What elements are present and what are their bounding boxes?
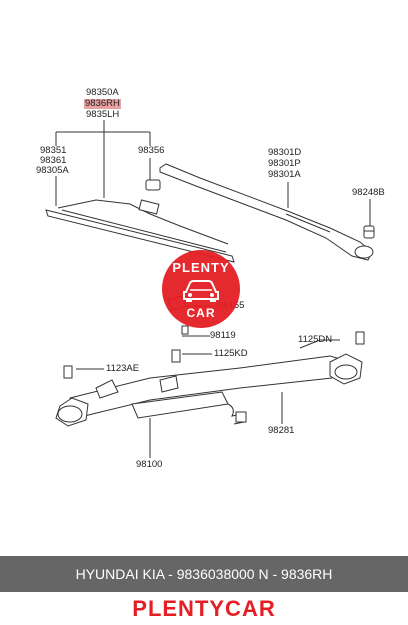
plentycar-stamp-logo: PLENTY CAR [162, 250, 240, 328]
label-9835LH: 9835LH [86, 109, 120, 120]
label-98301D: 98301D [268, 147, 302, 158]
leader-line [299, 339, 321, 349]
clip-part [181, 325, 189, 335]
parts-diagram: 98350A 9836RH 9835LH 98351 98361 98305A … [36, 87, 385, 470]
label-98281: 98281 [268, 425, 295, 436]
label-98350A: 98350A [86, 87, 119, 98]
blade-clip [145, 179, 161, 191]
bolt-part [63, 365, 73, 379]
nut-part [363, 225, 375, 239]
label-1125DN: 1125DN [298, 334, 333, 345]
label-98100: 98100 [136, 459, 163, 470]
part-number-footer: HYUNDAI KIA - 9836038000 N - 9836RH [0, 556, 408, 592]
stamp-bottom-text: CAR [186, 306, 216, 320]
wiper-blade [45, 199, 235, 263]
bolt-part [355, 331, 365, 345]
bolt-part [171, 349, 181, 363]
label-98305A: 98305A [36, 165, 69, 176]
label-98351: 98351 [40, 145, 67, 156]
wiper-arm [159, 163, 374, 261]
label-1123AE: 1123AE [106, 363, 140, 374]
label-98119: 98119 [210, 330, 236, 341]
label-98301P: 98301P [268, 158, 301, 169]
wiper-linkage [55, 353, 363, 427]
stamp-top-text: PLENTY [172, 260, 230, 275]
brand-name: PLENTYCAR [132, 596, 276, 621]
label-98248B: 98248B [352, 187, 385, 198]
label-98356: 98356 [138, 145, 165, 156]
label-9836RH: 9836RH [84, 98, 121, 109]
label-98361: 98361 [40, 155, 67, 166]
label-1125KD: 1125KD [214, 348, 248, 359]
label-98301A: 98301A [268, 169, 301, 180]
car-icon [183, 280, 219, 302]
